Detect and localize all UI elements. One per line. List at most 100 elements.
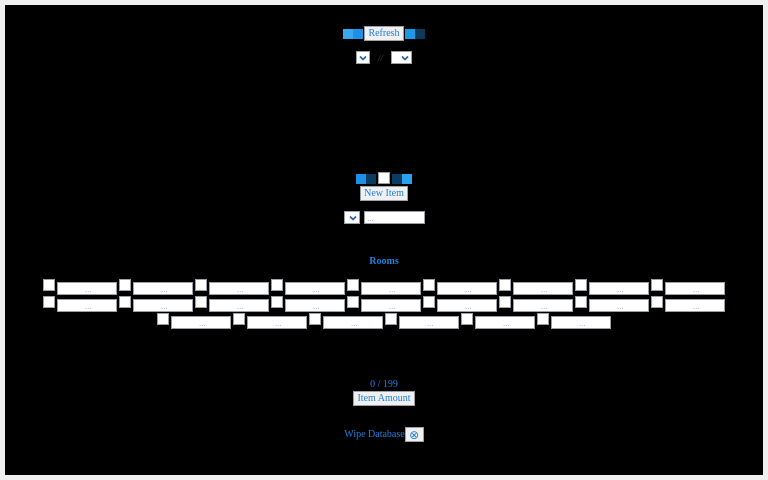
item-input-row: ... [5, 211, 763, 224]
room-checkbox[interactable] [423, 279, 435, 291]
room-name-input[interactable]: ... [209, 299, 269, 312]
room-item: ... [499, 278, 573, 295]
room-item: ... [347, 278, 421, 295]
new-item-row: New Item [5, 186, 763, 201]
room-item: ... [195, 295, 269, 312]
room-item: ... [271, 278, 345, 295]
room-checkbox[interactable] [157, 313, 169, 325]
item-checkbox[interactable] [378, 172, 390, 184]
app-canvas: Refresh // New Item ... Rooms ..........… [5, 5, 763, 475]
selector-row: // [5, 51, 763, 64]
room-item: ... [385, 312, 459, 329]
right-select[interactable] [391, 51, 412, 64]
room-checkbox[interactable] [119, 296, 131, 308]
color-swatch [343, 28, 354, 39]
color-swatch [414, 28, 425, 39]
room-item: ... [233, 312, 307, 329]
room-item: ... [575, 295, 649, 312]
room-checkbox[interactable] [423, 296, 435, 308]
room-name-input[interactable]: ... [361, 299, 421, 312]
room-item: ... [423, 295, 497, 312]
room-checkbox[interactable] [119, 279, 131, 291]
room-name-input[interactable]: ... [399, 316, 459, 329]
color-swatch [404, 28, 415, 39]
room-checkbox[interactable] [575, 296, 587, 308]
circle-x-icon: ⊗ [409, 427, 420, 442]
room-checkbox[interactable] [537, 313, 549, 325]
room-name-input[interactable]: ... [665, 282, 725, 295]
room-item: ... [499, 295, 573, 312]
room-name-input[interactable]: ... [171, 316, 231, 329]
room-name-input[interactable]: ... [133, 299, 193, 312]
room-name-input[interactable]: ... [589, 299, 649, 312]
top-toolbar: Refresh [5, 26, 763, 41]
room-name-input[interactable]: ... [323, 316, 383, 329]
item-amount-button[interactable]: Item Amount [353, 391, 415, 406]
new-item-button[interactable]: New Item [360, 186, 408, 201]
room-item: ... [43, 295, 117, 312]
color-swatch [402, 174, 412, 184]
separator-text: // [377, 52, 383, 63]
refresh-button[interactable]: Refresh [364, 26, 404, 41]
room-name-input[interactable]: ... [437, 299, 497, 312]
room-checkbox[interactable] [499, 279, 511, 291]
room-name-input[interactable]: ... [437, 282, 497, 295]
room-checkbox[interactable] [347, 296, 359, 308]
room-checkbox[interactable] [233, 313, 245, 325]
room-checkbox[interactable] [309, 313, 321, 325]
room-item: ... [575, 278, 649, 295]
room-checkbox[interactable] [575, 279, 587, 291]
room-item: ... [347, 295, 421, 312]
item-name-input[interactable]: ... [363, 211, 425, 224]
room-checkbox[interactable] [347, 279, 359, 291]
room-checkbox[interactable] [43, 279, 55, 291]
room-name-input[interactable]: ... [589, 282, 649, 295]
room-checkbox[interactable] [461, 313, 473, 325]
room-checkbox[interactable] [651, 279, 663, 291]
room-name-input[interactable]: ... [475, 316, 535, 329]
chevron-down-icon [401, 55, 409, 61]
room-checkbox[interactable] [385, 313, 397, 325]
rooms-header: Rooms [5, 256, 763, 267]
room-item: ... [537, 312, 611, 329]
room-name-input[interactable]: ... [551, 316, 611, 329]
room-checkbox[interactable] [195, 296, 207, 308]
room-item: ... [43, 278, 117, 295]
room-checkbox[interactable] [271, 296, 283, 308]
room-name-input[interactable]: ... [513, 282, 573, 295]
room-checkbox[interactable] [651, 296, 663, 308]
room-name-input[interactable]: ... [209, 282, 269, 295]
room-name-input[interactable]: ... [285, 299, 345, 312]
room-checkbox[interactable] [43, 296, 55, 308]
room-item: ... [309, 312, 383, 329]
room-name-input[interactable]: ... [57, 282, 117, 295]
item-count: 0 / 199 [370, 379, 398, 390]
room-checkbox[interactable] [271, 279, 283, 291]
room-item: ... [461, 312, 535, 329]
wipe-database-button[interactable]: ⊗ [404, 427, 424, 442]
item-swatch-row [5, 172, 763, 184]
color-swatch [356, 174, 366, 184]
room-name-input[interactable]: ... [361, 282, 421, 295]
item-select[interactable] [343, 211, 360, 224]
rooms-list: ........................................… [13, 278, 755, 329]
color-swatch [366, 174, 376, 184]
item-count-row: 0 / 199 [5, 379, 763, 390]
room-name-input[interactable]: ... [133, 282, 193, 295]
room-name-input[interactable]: ... [285, 282, 345, 295]
room-name-input[interactable]: ... [665, 299, 725, 312]
color-swatch [392, 174, 402, 184]
rooms-title: Rooms [369, 256, 399, 267]
room-item: ... [119, 295, 193, 312]
room-item: ... [119, 278, 193, 295]
room-name-input[interactable]: ... [57, 299, 117, 312]
room-checkbox[interactable] [195, 279, 207, 291]
chevron-down-icon [348, 215, 357, 221]
wipe-row: Wipe Database ⊗ [5, 427, 763, 442]
room-name-input[interactable]: ... [247, 316, 307, 329]
room-checkbox[interactable] [499, 296, 511, 308]
room-name-input[interactable]: ... [513, 299, 573, 312]
left-select[interactable] [355, 51, 370, 64]
room-item: ... [195, 278, 269, 295]
color-swatch [353, 28, 364, 39]
